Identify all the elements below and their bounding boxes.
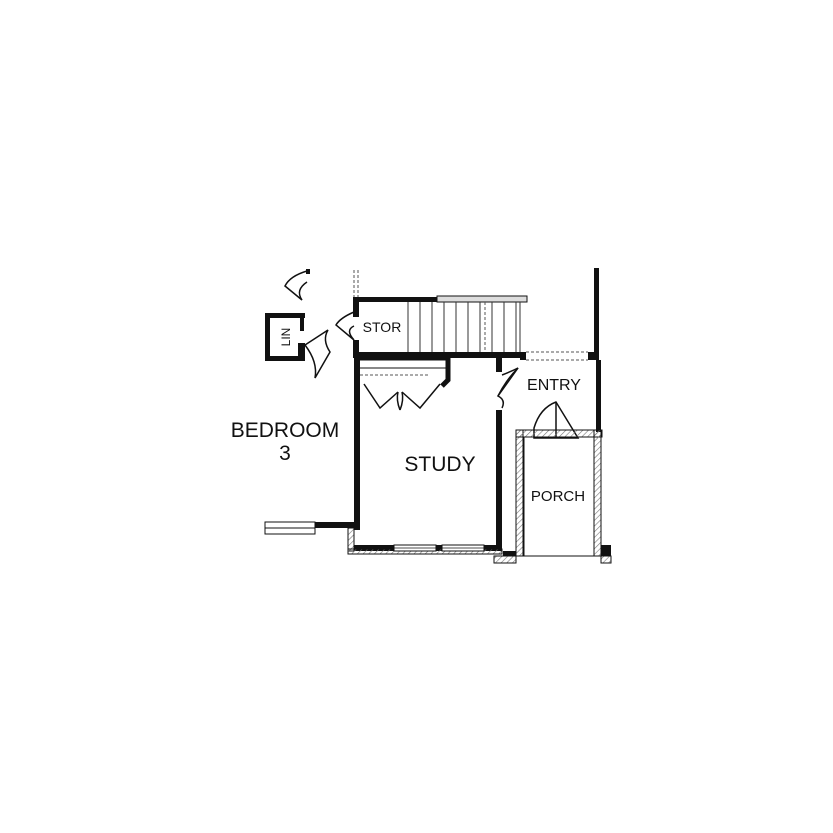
label-study: STUDY <box>404 453 475 476</box>
study-closet <box>360 355 451 388</box>
entry-walls <box>588 268 601 432</box>
top-dashed-lines <box>353 270 359 297</box>
linen-closet <box>265 313 305 361</box>
label-bedroom-line2: 3 <box>279 442 291 465</box>
study-door[interactable] <box>496 367 519 409</box>
label-porch: PORCH <box>531 488 585 505</box>
porch <box>493 429 612 564</box>
label-entry: ENTRY <box>527 377 581 394</box>
stor-closet <box>353 297 439 358</box>
study-closet-doors[interactable] <box>363 383 441 411</box>
stor-door[interactable] <box>335 311 355 341</box>
linen-door[interactable] <box>304 329 331 379</box>
label-bedroom-line1: BEDROOM <box>231 419 340 442</box>
label-lin: LIN <box>279 328 293 347</box>
hall-door[interactable] <box>284 269 310 301</box>
label-stor: STOR <box>363 319 402 335</box>
staircase <box>407 295 528 353</box>
study-windows <box>393 544 485 552</box>
bedroom-wall <box>264 521 354 535</box>
study-walls <box>354 352 526 551</box>
entry-dashed-line <box>526 351 588 361</box>
